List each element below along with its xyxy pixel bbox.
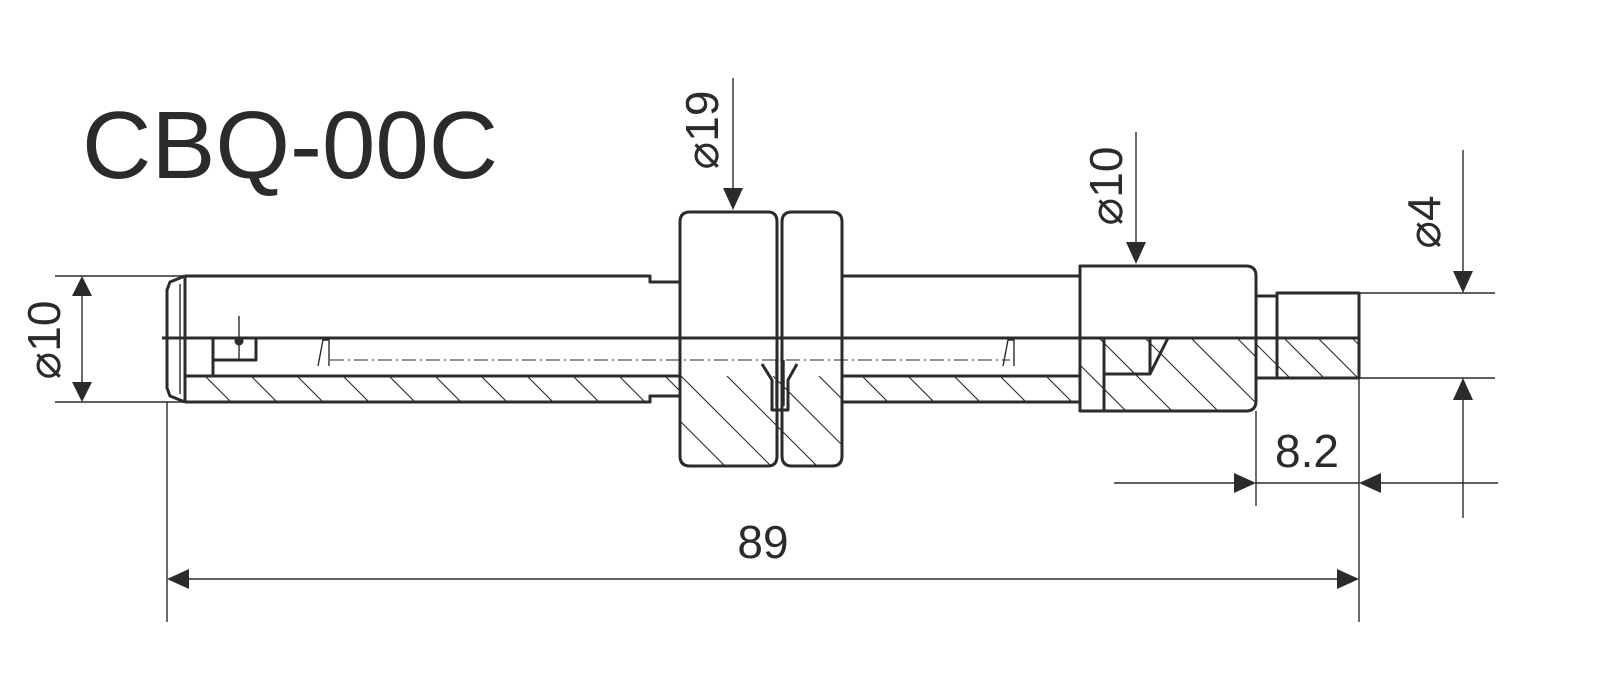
overall-length-label: 89 xyxy=(737,516,788,568)
section-hatching xyxy=(185,338,1359,467)
part-title: CBQ-00C xyxy=(82,92,498,199)
dim-body-diameter: ⌀10 xyxy=(1080,132,1146,264)
tip-length-label: 8.2 xyxy=(1275,425,1339,477)
part-outline xyxy=(162,210,1361,468)
dim-tip-length: 8.2 xyxy=(1114,378,1498,622)
dim-tip-diameter: ⌀4 xyxy=(1359,150,1495,518)
internal-features xyxy=(211,316,1277,412)
body-diameter-label: ⌀10 xyxy=(1080,147,1132,226)
tip-diameter-label: ⌀4 xyxy=(1398,195,1450,248)
collar-diameter-label: ⌀19 xyxy=(676,91,728,170)
dim-collar-diameter: ⌀19 xyxy=(676,78,743,210)
dim-shank-diameter: ⌀10 xyxy=(18,275,185,403)
dim-overall-length: 89 xyxy=(166,402,1359,622)
shank-diameter-label: ⌀10 xyxy=(18,301,70,380)
